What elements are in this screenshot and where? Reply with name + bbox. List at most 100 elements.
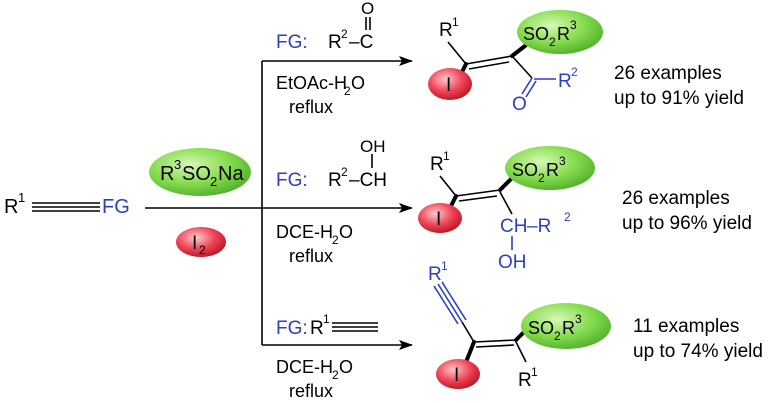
condition-1: reflux (289, 97, 333, 117)
fg2-dash-ch: –CH (349, 170, 387, 191)
fg-label-3: FG: (276, 318, 308, 339)
p1-so: SO (523, 24, 549, 44)
p1-bond-r1 (447, 41, 467, 65)
reagent-so: SO (182, 163, 211, 185)
p2-i: I (436, 209, 441, 230)
starting-alkyne: R 1 FG (4, 190, 130, 218)
red-ellipse-p2 (418, 203, 462, 233)
p2-oh: OH (498, 252, 527, 273)
p2-so-sup: 3 (559, 154, 566, 168)
green-ellipse-p1 (517, 10, 603, 54)
reagent-na: Na (218, 163, 244, 185)
solvent-1-end: O (351, 73, 365, 93)
p2-so-sub: 2 (538, 171, 545, 185)
p3-i: I (454, 365, 459, 386)
p3-r-sup: 1 (531, 365, 538, 379)
branch-1-conditions: FG: R 2 –C O EtOAc-H 2 O reflux (276, 0, 374, 117)
solvent-3-sub: 2 (332, 368, 339, 382)
fg3-r: R (310, 318, 324, 339)
p2-double-a (455, 189, 501, 197)
p3-alkyne-r-sup: 1 (441, 259, 448, 273)
fg1-r: R (328, 32, 342, 53)
red-ellipse-reagent (176, 227, 226, 257)
p3-double-a (473, 339, 517, 343)
solvent-2: DCE-H (276, 222, 333, 242)
p3-so-sup: 3 (575, 312, 582, 326)
p3-triple-c (441, 281, 467, 321)
p2-so: SO (512, 160, 538, 180)
fg1-r-sup: 2 (341, 27, 348, 41)
condition-3: reflux (289, 381, 333, 401)
p1-bond-co (511, 55, 533, 79)
p1-so-sup: 3 (570, 18, 577, 32)
product-3: R 1 SO 2 R 3 I R 1 (428, 259, 611, 391)
p2-dash-r: –R (527, 216, 551, 237)
p2-double-b (458, 195, 498, 202)
fg1-o: O (361, 0, 374, 18)
product-2: R 1 SO 2 R 3 I CH –R 2 OH (418, 146, 595, 273)
fg1-dash-c: –C (349, 32, 373, 53)
yield-text-2: up to 96% yield (622, 213, 752, 234)
p2-r-sup: 1 (443, 149, 450, 163)
p1-r-sup: 1 (452, 15, 459, 29)
branch-2-conditions: FG: R 2 –CH OH DCE-H 2 O reflux (276, 137, 387, 266)
p1-co-double-b (525, 80, 537, 98)
p2-r2-sup: 2 (564, 210, 571, 224)
p3-wedge-i (464, 340, 476, 364)
start-r: R (4, 196, 18, 218)
p3-r: R (518, 370, 532, 391)
start-r-superscript: 1 (18, 190, 25, 205)
yield-2: 26 examples up to 96% yield (622, 188, 752, 234)
p2-r: R (430, 154, 444, 175)
reagent-r: R (160, 163, 174, 185)
red-ellipse-p1 (428, 68, 472, 100)
start-fg: FG (102, 196, 130, 218)
solvent-2-sub: 2 (332, 233, 339, 247)
green-ellipse-p3 (521, 303, 611, 349)
solvent-2-end: O (339, 222, 353, 242)
fg2-oh: OH (360, 137, 386, 156)
p3-bond-r1 (515, 341, 527, 363)
branch-3-conditions: FG: R 1 DCE-H 2 O reflux (276, 312, 378, 401)
p1-so-sub: 2 (549, 35, 556, 49)
solvent-3-end: O (339, 357, 353, 377)
condition-2: reflux (289, 246, 333, 266)
solvent-1: EtOAc-H (276, 73, 347, 93)
solvent-1-sub: 2 (344, 84, 351, 98)
product-1: R 1 SO 2 R 3 I O R 2 (428, 10, 603, 115)
red-ellipse-p3 (436, 359, 480, 389)
yield-text-3: up to 74% yield (633, 341, 763, 362)
solvent-3: DCE-H (276, 357, 333, 377)
p2-so-r: R (546, 160, 559, 180)
fg-label-1: FG: (276, 32, 308, 53)
examples-3: 11 examples (633, 316, 739, 337)
yield-3: 11 examples up to 74% yield (633, 316, 763, 362)
fg-label-2: FG: (276, 170, 308, 191)
p1-double-a (465, 55, 513, 65)
p1-double-b (468, 61, 510, 70)
fg2-r: R (328, 170, 342, 191)
p2-bond-ch (499, 191, 513, 215)
yield-1: 26 examples up to 91% yield (614, 63, 744, 109)
iodine-reagent: I 2 (176, 227, 226, 257)
p3-bond-alkyne (461, 321, 475, 343)
p2-bond-r1 (439, 175, 457, 197)
sulfinate-reagent: R 3 SO 2 Na (149, 148, 251, 196)
iodine-symbol: I (192, 233, 197, 254)
p1-o: O (512, 94, 527, 115)
examples-2: 26 examples (622, 188, 730, 209)
p3-so-r: R (562, 318, 575, 338)
yield-text-1: up to 91% yield (614, 88, 744, 109)
p1-so-r: R (557, 24, 570, 44)
p3-double-b (475, 344, 515, 348)
p3-triple-b (437, 283, 463, 323)
p3-triple-a (433, 285, 459, 325)
p2-ch: CH (500, 216, 527, 237)
p3-alkyne-r: R (428, 264, 442, 285)
green-ellipse-reagent (149, 148, 251, 196)
p1-r2: R (558, 71, 572, 92)
p3-so: SO (528, 318, 554, 338)
reagent-so-sub: 2 (210, 174, 217, 189)
